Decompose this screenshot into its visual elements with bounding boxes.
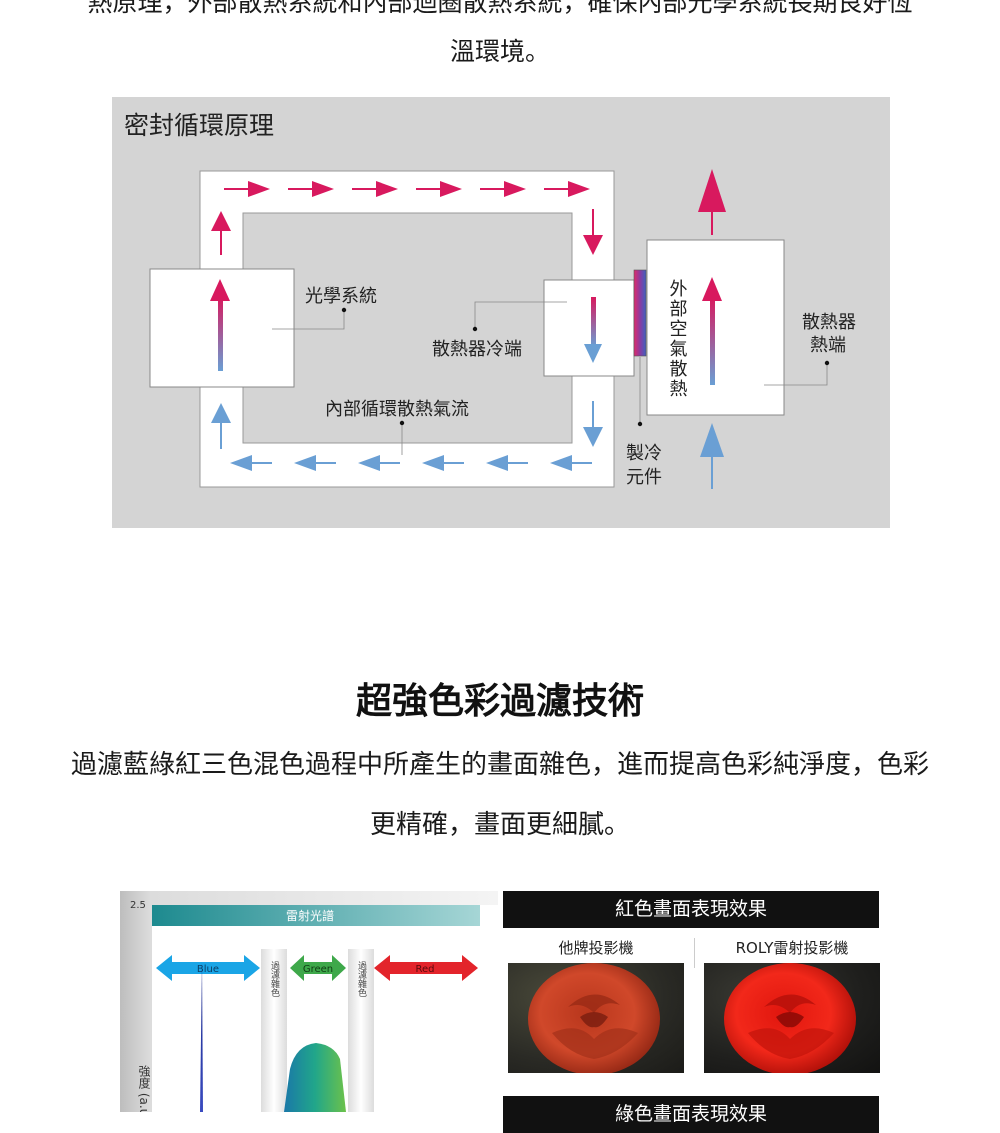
label-optical-system: 光學系統 <box>305 286 377 307</box>
blue-laser-peak <box>200 961 203 1112</box>
green-performance-header: 綠色畫面表現效果 <box>503 1096 879 1133</box>
right-red-down-arrow <box>583 209 603 255</box>
blue-band-label: Blue <box>197 964 219 975</box>
external-intake-arrow <box>700 423 724 489</box>
label-hot-end-line-2: 熱端 <box>810 335 846 356</box>
filter-label-2: 過濾雜色 <box>356 961 367 997</box>
leader-dots <box>341 307 830 427</box>
label-internal-flow: 內部循環散熱氣流 <box>325 399 469 420</box>
rose-illustration-other <box>528 963 660 1073</box>
other-brand-caption: 他牌投影機 <box>558 939 634 957</box>
blue-band-arrow <box>156 955 260 981</box>
loop-inner-area <box>242 212 573 444</box>
section-paragraph-line-1: 過濾藍綠紅三色混色過程中所產生的畫面雜色，進而提高色彩純淨度，色彩 <box>70 750 929 780</box>
section-title: 超強色彩過濾技術 <box>355 681 644 722</box>
red-band-label: Red <box>416 964 435 975</box>
left-red-up-arrow <box>211 211 231 255</box>
cold-end-box <box>543 279 635 377</box>
rose-illustration-roly <box>724 963 856 1073</box>
label-hot-end-line-1: 散熱器 <box>802 312 856 333</box>
red-performance-header: 紅色畫面表現效果 <box>503 891 879 928</box>
laser-spectrum-panel: 2.5 雷射光譜 過濾雜色 過濾雜色 Blue Green Red 強度 (a.… <box>120 891 498 1112</box>
green-laser-peak <box>284 1043 346 1112</box>
sealed-cycle-svg: 密封循環原理 <box>124 111 856 489</box>
top-red-arrows <box>224 181 590 197</box>
caption-divider <box>694 938 695 968</box>
cold-end-gradient-down-arrow <box>584 297 602 363</box>
peltier-element <box>633 269 647 357</box>
rose-photo-other-brand <box>508 963 684 1073</box>
section-paragraph-line-2: 更精確，畫面更細膩。 <box>369 810 630 840</box>
green-band-label: Green <box>303 964 333 975</box>
label-peltier-line-2: 元件 <box>626 467 662 488</box>
rose-photo-roly <box>704 963 880 1073</box>
roly-brand-caption: ROLY雷射投影機 <box>735 939 849 957</box>
external-exhaust-arrow <box>698 169 726 235</box>
y-tick-top: 2.5 <box>130 900 146 911</box>
label-external-air: 外部空氣散熱 <box>667 279 688 399</box>
filter-column-1 <box>261 949 287 1112</box>
right-blue-down-arrow <box>583 401 603 447</box>
sealed-cycle-title: 密封循環原理 <box>124 111 274 140</box>
left-blue-up-arrow <box>211 403 231 449</box>
red-band-arrow <box>374 955 478 981</box>
hot-end-gradient-up-arrow <box>702 277 722 385</box>
hot-end-box <box>646 239 785 416</box>
laser-spectrum-svg: 2.5 雷射光譜 過濾雜色 過濾雜色 Blue Green Red 強度 (a.… <box>130 900 498 1112</box>
bottom-blue-arrows <box>230 455 592 471</box>
filter-column-2 <box>348 949 374 1112</box>
label-peltier-line-1: 製冷 <box>626 443 662 464</box>
intro-paragraph-line-2: 溫環境。 <box>449 37 550 66</box>
leader-lines <box>272 301 828 455</box>
spectrum-banner <box>152 905 480 926</box>
sealed-cycle-diagram: 密封循環原理 <box>112 97 890 528</box>
green-band-arrow <box>290 955 346 981</box>
intro-paragraph-line-1: 熱原理，外部散熱系統和內部迴圈散熱系統，確保內部光學系統長期良好恆 <box>87 0 913 17</box>
filter-label-1: 過濾雜色 <box>269 961 280 997</box>
spectrum-banner-label: 雷射光譜 <box>286 908 334 923</box>
y-axis-label: 強度 (a.u) <box>137 1065 151 1112</box>
label-cold-end: 散熱器冷端 <box>432 339 522 360</box>
optical-gradient-up-arrow <box>210 279 230 371</box>
